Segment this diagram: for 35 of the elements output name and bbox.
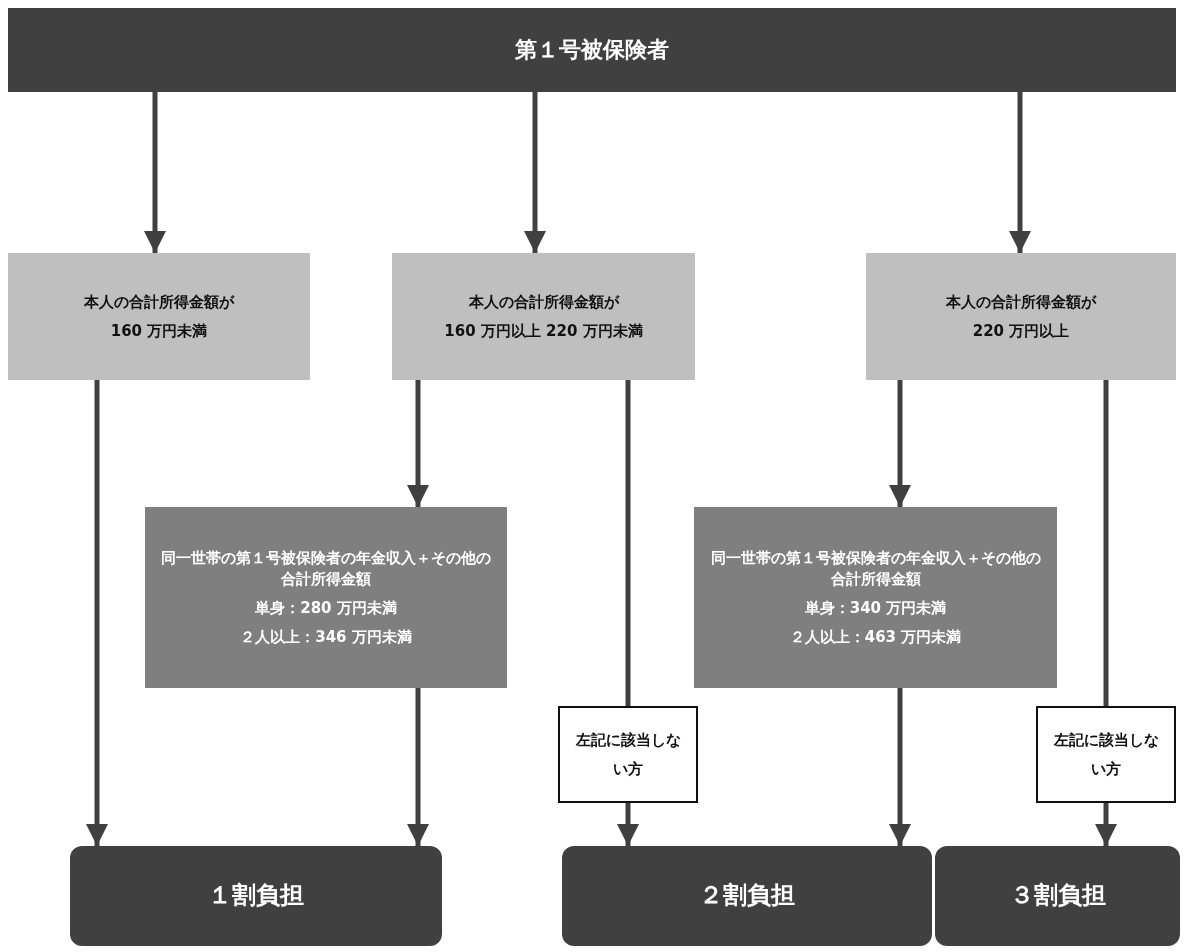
header-bar [8, 8, 1176, 92]
box-text: 単身：280 万円未満 [255, 597, 397, 619]
box-text: 同一世帯の第１号被保険者の年金収入＋その他の合計所得金額 [160, 547, 492, 590]
arrow [888, 380, 912, 507]
arrow [888, 688, 912, 846]
box-text: 同一世帯の第１号被保険者の年金収入＋その他の合計所得金額 [709, 547, 1042, 590]
condition-box [392, 253, 695, 380]
arrow [406, 380, 430, 507]
box-text: 本人の合計所得金額が [468, 291, 619, 313]
condition-box [694, 507, 1057, 688]
arrow [406, 688, 430, 846]
box-text: 160 万円未満 [110, 320, 208, 342]
arrow [1008, 92, 1032, 253]
box-text: 単身：340 万円未満 [804, 597, 947, 619]
box-text: 160 万円以上 220 万円未満 [444, 320, 643, 342]
box-text: ２人以上：463 万円未満 [789, 626, 962, 648]
result-box [935, 846, 1180, 946]
arrow [523, 92, 547, 253]
box-text: ３割負担 [1009, 880, 1106, 912]
arrow [85, 380, 109, 846]
box-text: 220 万円以上 [972, 320, 1070, 342]
box-text: 第１号被保険者 [515, 35, 669, 64]
arrow [143, 92, 167, 253]
box-text: 本人の合計所得金額が [946, 291, 1096, 313]
result-box [562, 846, 932, 946]
box-text: １割負担 [208, 880, 304, 912]
box-text: 本人の合計所得金額が [84, 291, 234, 313]
box-text: ２人以上：346 万円未満 [240, 626, 412, 648]
result-box [70, 846, 442, 946]
edge-label: 左記に該当しない方 [1036, 706, 1176, 803]
box-text: ２割負担 [699, 880, 795, 912]
condition-box [145, 507, 507, 688]
condition-box [8, 253, 310, 380]
edge-label: 左記に該当しない方 [558, 706, 698, 803]
condition-box [866, 253, 1176, 380]
